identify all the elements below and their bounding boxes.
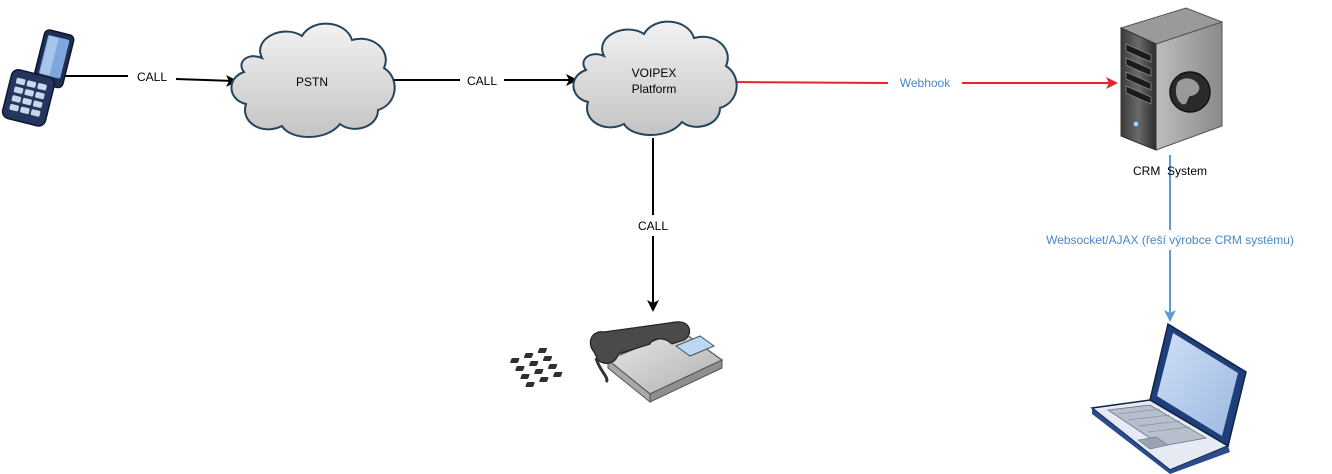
cloud-shape	[230, 22, 396, 138]
edge-label-webhook: Webhook	[900, 76, 951, 90]
edge-label-call: CALL	[467, 74, 497, 88]
pstn-cloud[interactable]: PSTN	[230, 22, 396, 138]
server-icon[interactable]: CRM System	[1119, 7, 1224, 178]
crm-system-label: CRM System	[1133, 164, 1207, 178]
edge-crm-to-laptop[interactable]: Websocket/AJAX (řeší výrobce CRM systému…	[1046, 155, 1294, 322]
edge-label-call: CALL	[638, 219, 668, 233]
pstn-label: PSTN	[296, 75, 328, 89]
edge-label-websocket: Websocket/AJAX (řeší výrobce CRM systému…	[1046, 233, 1294, 247]
voipex-label-line1: VOIPEX	[632, 66, 677, 80]
desk-phone-icon[interactable]	[510, 321, 724, 404]
voipex-label-line2: Platform	[632, 82, 677, 96]
edge-pstn-to-voipex[interactable]: CALL	[392, 74, 578, 88]
voipex-platform-cloud[interactable]: VOIPEX Platform	[572, 20, 738, 136]
edge-mobile-to-pstn[interactable]: CALL	[62, 70, 238, 87]
edge-voipex-to-crm[interactable]: Webhook	[729, 76, 1118, 90]
edge-label-call: CALL	[137, 70, 167, 84]
cloud-shape	[572, 20, 738, 136]
edge-voipex-to-desk-phone[interactable]: CALL	[638, 138, 668, 312]
laptop-icon[interactable]	[1090, 322, 1247, 474]
mobile-phone-icon[interactable]	[1, 24, 75, 130]
